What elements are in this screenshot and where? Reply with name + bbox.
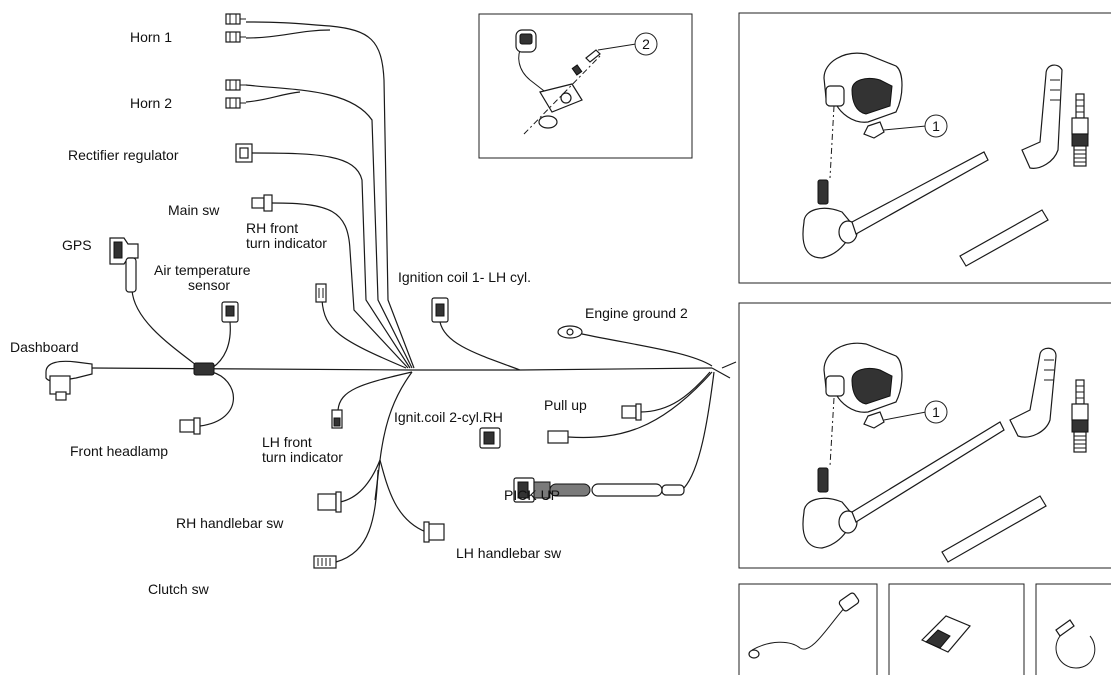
label-engine-ground-2: Engine ground 2 — [585, 305, 688, 321]
lh-front-wire — [337, 371, 413, 411]
dashboard-connector — [45, 360, 93, 401]
label-dashboard: Dashboard — [10, 339, 79, 355]
label-gps: GPS — [62, 237, 92, 253]
lh-handlebar-connector — [423, 521, 445, 543]
label-rh-handlebar-sw: RH handlebar sw — [176, 515, 284, 531]
handlebar-bundle-wire — [374, 371, 413, 501]
lh-front-connector — [331, 409, 343, 429]
spark-plug-top — [1071, 93, 1089, 167]
callout-1-top-circle — [924, 114, 948, 138]
callout-1-bottom-circle — [924, 400, 948, 424]
horn1-connector — [225, 13, 246, 43]
rectifier-wire — [251, 152, 411, 369]
main-trunk-wire — [91, 367, 520, 371]
front-headlamp-connector — [179, 417, 201, 435]
horn2-wire — [245, 84, 413, 369]
air-temp-connector — [221, 301, 239, 323]
rh-handlebar-wire — [339, 459, 381, 503]
engine-ground-wire — [581, 333, 713, 367]
pickup-wire — [683, 371, 715, 489]
engine-ground-terminal — [557, 325, 583, 339]
clutch-wire — [335, 469, 379, 563]
pickup-connector — [513, 477, 685, 503]
horn1-wire — [245, 21, 415, 369]
main-sw-wire — [271, 202, 409, 369]
clutch-connector — [313, 555, 337, 569]
label-air-temp-line2: sensor — [188, 277, 230, 293]
pull-up-wire — [639, 371, 711, 413]
horn1-wire-b — [245, 29, 331, 39]
rh-front-wire — [321, 299, 407, 369]
ignit-coil2-wire — [567, 371, 713, 439]
gps-wire — [131, 289, 201, 369]
inset-coil-top-panel: 1 — [738, 12, 1111, 284]
label-pick-up: PICK UP — [504, 487, 560, 503]
callout-1-bottom: 1 — [932, 404, 940, 420]
label-main-sw: Main sw — [168, 202, 220, 218]
labels: Horn 1 Horn 2 Rectifier regulator Main s… — [10, 29, 688, 597]
main-trunk-right-wire — [519, 367, 713, 371]
horn2-connector — [225, 79, 246, 109]
lh-handlebar-wire — [379, 459, 427, 533]
callout-2-circle — [634, 32, 658, 56]
label-rectifier-regulator: Rectifier regulator — [68, 147, 179, 163]
label-rh-front-line1: RH front — [246, 220, 298, 236]
callout-1-top: 1 — [932, 118, 940, 134]
callout-2: 2 — [642, 36, 650, 52]
ignit-coil2-connector — [479, 427, 569, 449]
inset-cable-panel — [738, 583, 878, 675]
label-front-headlamp: Front headlamp — [70, 443, 168, 459]
label-horn-2: Horn 2 — [130, 95, 172, 111]
inset-clamp-panel — [1035, 583, 1111, 675]
splice-sleeve — [193, 362, 215, 376]
spark-plug-bottom — [1071, 379, 1089, 453]
label-horn-1: Horn 1 — [130, 29, 172, 45]
label-lh-front-line2: turn indicator — [262, 449, 343, 465]
inset-connector-panel — [888, 583, 1025, 675]
pull-up-connector — [621, 403, 642, 421]
label-lh-front-line1: LH front — [262, 434, 312, 450]
label-lh-handlebar-sw: LH handlebar sw — [456, 545, 562, 561]
label-clutch-sw: Clutch sw — [148, 581, 210, 597]
label-rh-front-line2: turn indicator — [246, 235, 327, 251]
horn2-wire-b — [245, 91, 301, 103]
inset-sensor-panel: 2 — [478, 13, 693, 159]
trunk-end-cut — [711, 361, 737, 379]
front-headlamp-wire — [199, 371, 234, 427]
label-pull-up: Pull up — [544, 397, 587, 413]
gps-connector — [109, 237, 139, 293]
air-temp-wire — [211, 321, 231, 369]
rh-handlebar-connector — [317, 491, 342, 513]
label-ignit-coil-2: Ignit.coil 2-cyl.RH — [394, 409, 503, 425]
ignition-coil1-connector — [431, 297, 449, 323]
rectifier-connector — [235, 143, 253, 163]
main-sw-connector — [251, 194, 273, 212]
label-ignition-coil-1: Ignition coil 1- LH cyl. — [398, 269, 531, 285]
inset-coil-bottom-panel: 1 — [738, 302, 1111, 569]
ignition-coil1-wire — [439, 321, 521, 371]
label-air-temp-line1: Air temperature — [154, 262, 251, 278]
rh-front-connector — [315, 283, 327, 303]
harness-wires — [91, 21, 737, 563]
